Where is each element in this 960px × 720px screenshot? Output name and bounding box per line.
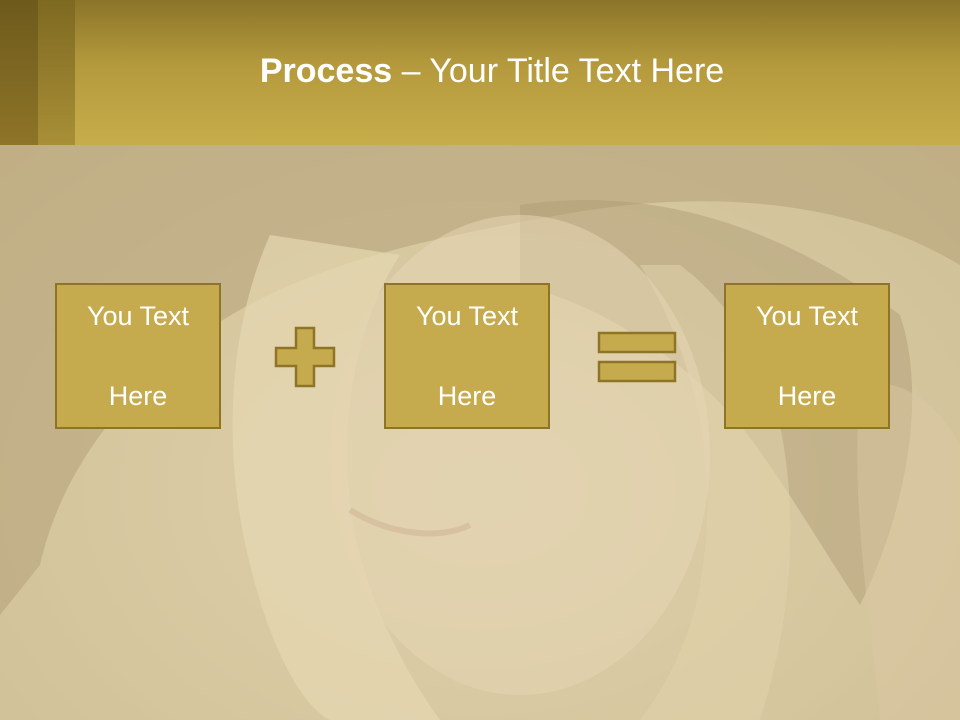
box-text-line1: You Text	[415, 301, 519, 331]
slide-title: Process – Your Title Text Here	[0, 52, 960, 91]
box-text-line2: Here	[108, 381, 168, 411]
title-rest: – Your Title Text Here	[392, 52, 725, 90]
overlay-wash	[0, 145, 960, 720]
box-text-line1: You Text	[86, 301, 190, 331]
equals-icon	[597, 330, 677, 384]
title-bold: Process	[259, 52, 393, 90]
box-text-line2: Here	[437, 381, 497, 411]
plus-icon	[274, 326, 336, 388]
accent-strip	[0, 0, 38, 145]
title-bar	[0, 0, 960, 145]
accent-strip	[38, 0, 75, 145]
box-text-line1: You Text	[755, 301, 859, 331]
box-text-line2: Here	[777, 381, 837, 411]
